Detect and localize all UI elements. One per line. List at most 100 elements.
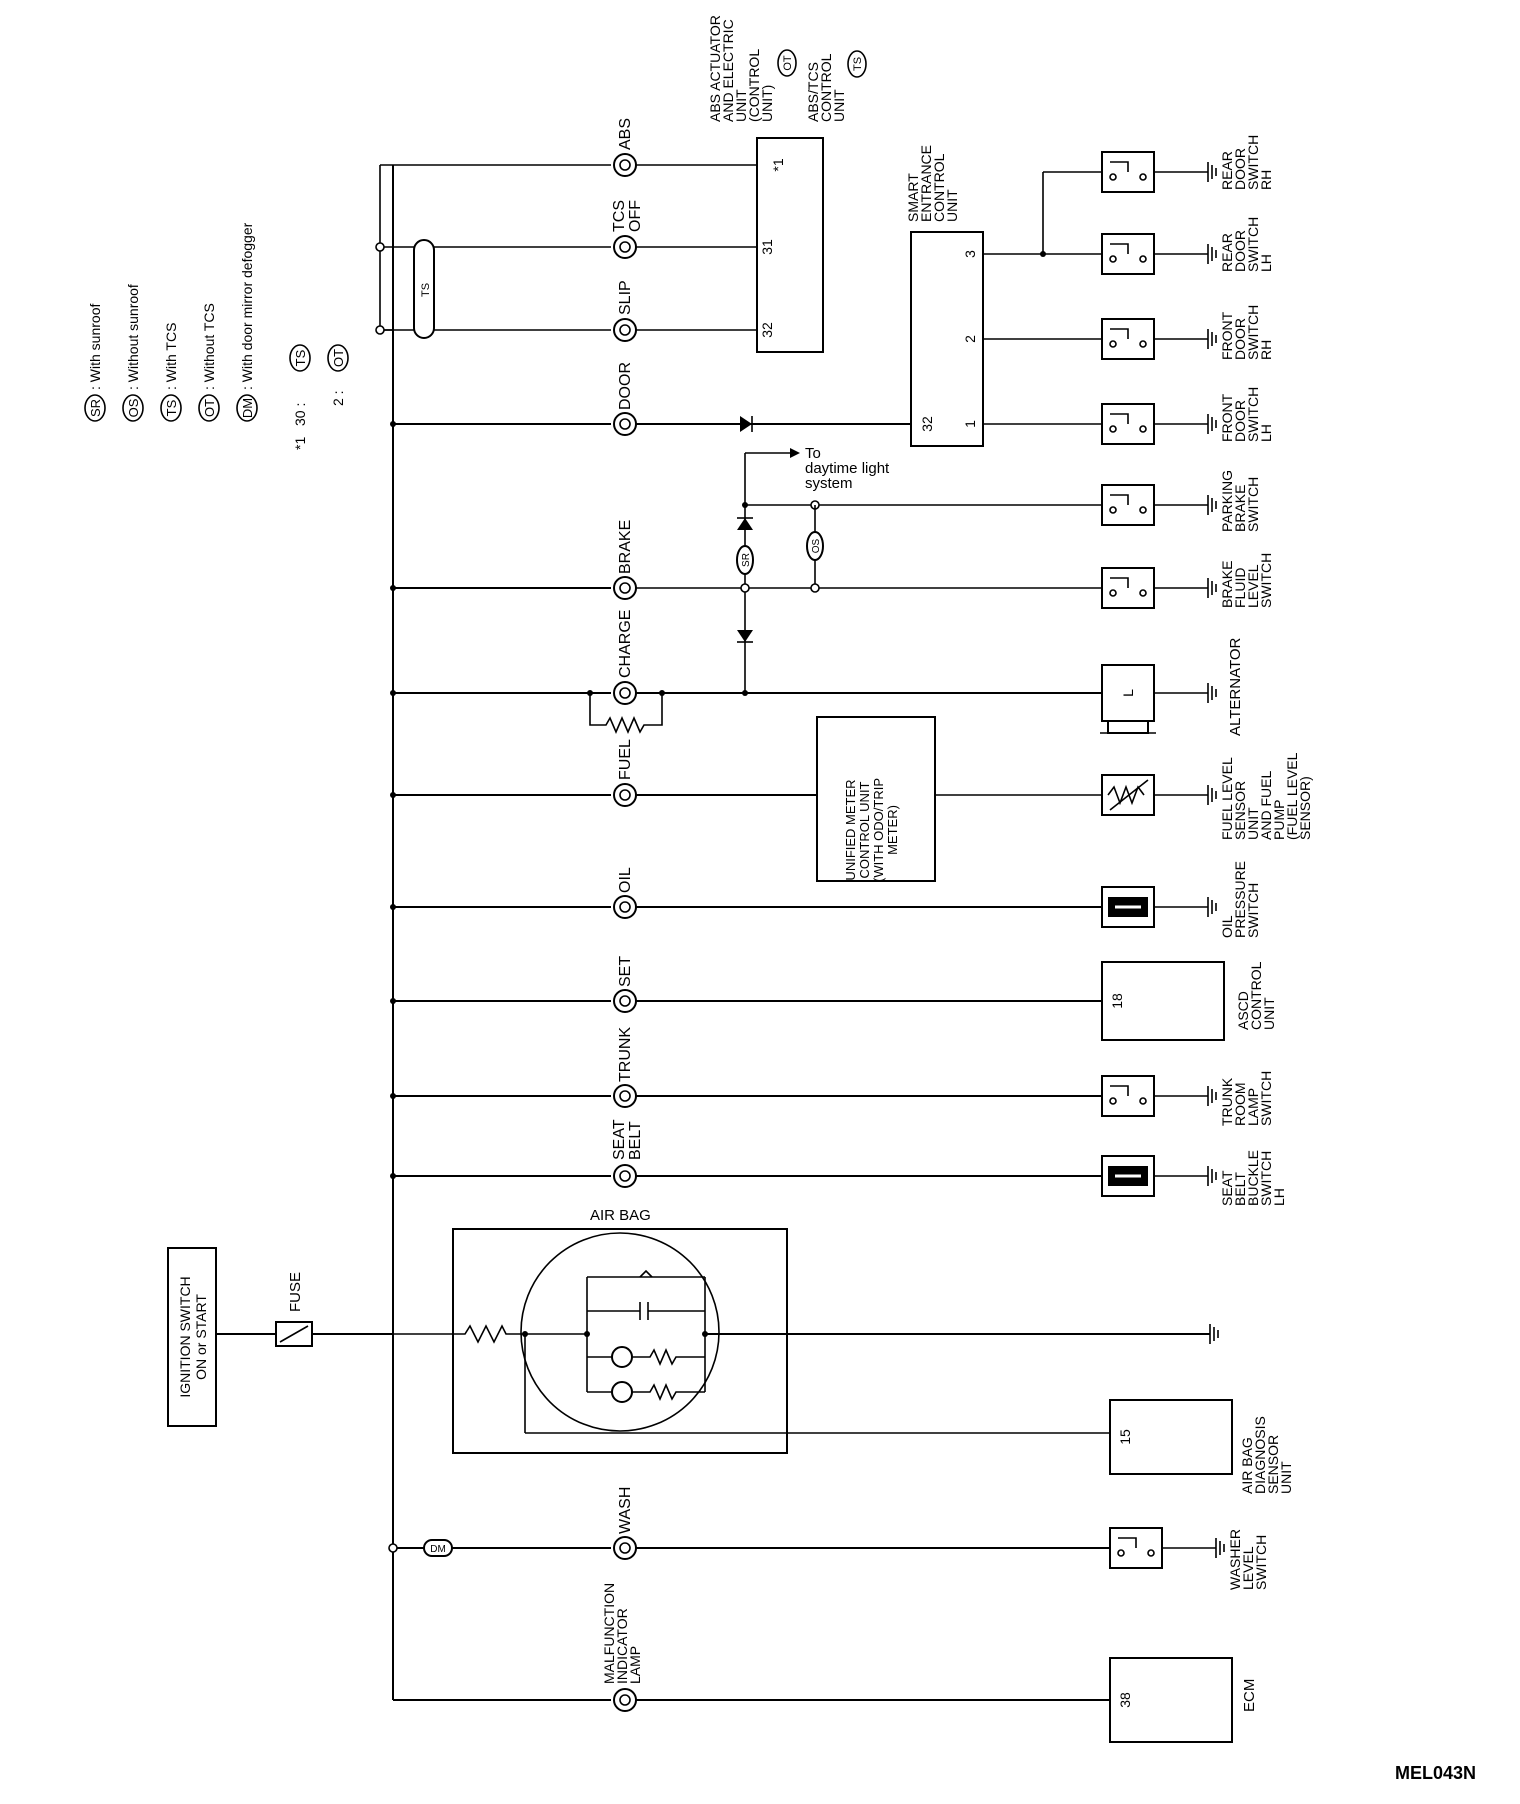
svg-text:ROOM: ROOM xyxy=(1232,1082,1248,1126)
brake-fluid-switch-icon xyxy=(1101,567,1155,609)
svg-text:2: 2 xyxy=(962,335,978,343)
svg-text:INDICATOR: INDICATOR xyxy=(614,1608,630,1684)
slip-lamp-icon xyxy=(613,318,637,342)
svg-text:OIL: OIL xyxy=(1219,915,1235,938)
front-door-switch-lh-label: FRONT DOOR SWITCH LH xyxy=(1219,387,1274,442)
svg-text:*1: *1 xyxy=(770,158,786,171)
svg-text:(CONTROL: (CONTROL xyxy=(746,49,762,122)
svg-text:SWITCH: SWITCH xyxy=(1245,135,1261,190)
svg-text:CONTROL: CONTROL xyxy=(931,153,947,222)
svg-text:ALTERNATOR: ALTERNATOR xyxy=(1227,637,1244,736)
trunk-room-lamp-switch-icon xyxy=(1101,1075,1155,1117)
svg-text:ABS/TCS: ABS/TCS xyxy=(805,62,821,122)
wash-label: WASH xyxy=(617,1487,634,1534)
svg-text:UNIT: UNIT xyxy=(944,189,960,222)
svg-text:SWITCH: SWITCH xyxy=(1245,477,1261,532)
svg-text:15: 15 xyxy=(1117,1429,1133,1445)
svg-text:RH: RH xyxy=(1258,340,1274,360)
svg-text:UNIT: UNIT xyxy=(1245,807,1261,840)
svg-text:OS: OS xyxy=(811,538,822,553)
svg-text:OFF: OFF xyxy=(627,200,644,232)
svg-text:LAMP: LAMP xyxy=(1245,1088,1261,1126)
svg-text:LAMP: LAMP xyxy=(627,1646,643,1684)
ground-icon xyxy=(1154,162,1225,1558)
svg-text:CONTROL: CONTROL xyxy=(1248,961,1264,1030)
svg-text:UNIT: UNIT xyxy=(831,89,847,122)
charge-diode-icon xyxy=(737,630,753,643)
svg-text:BRAKE: BRAKE xyxy=(1219,561,1235,608)
alternator-icon: L xyxy=(1100,664,1156,734)
fuel-lamp-icon xyxy=(613,783,637,807)
rear-door-switch-lh-icon xyxy=(1101,233,1155,275)
svg-text:LEVEL: LEVEL xyxy=(1245,564,1261,608)
svg-text:ASCD: ASCD xyxy=(1235,991,1251,1030)
legend-item-sr: SR : With sunroof xyxy=(84,304,106,422)
legend-note: *1 30 : TS 2 : OT xyxy=(289,344,349,450)
rear-door-switch-rh-label: REAR DOOR SWITCH RH xyxy=(1219,135,1274,190)
door-diode-icon xyxy=(740,416,753,432)
svg-text:FUSE: FUSE xyxy=(287,1272,304,1312)
svg-text:SENSOR: SENSOR xyxy=(1232,781,1248,840)
ascd-control-unit: 18 xyxy=(1101,961,1225,1041)
svg-text:DOOR: DOOR xyxy=(1232,148,1248,190)
svg-text:(FUEL LEVEL: (FUEL LEVEL xyxy=(1284,752,1300,840)
svg-text:SR: SR xyxy=(741,553,752,567)
svg-text:DM: DM xyxy=(240,398,255,418)
svg-text:32: 32 xyxy=(759,322,775,338)
svg-text:PARKING: PARKING xyxy=(1219,470,1235,532)
brake-fluid-level-switch-label: BRAKE FLUID LEVEL SWITCH xyxy=(1219,553,1274,608)
svg-text:AND FUEL: AND FUEL xyxy=(1258,771,1274,840)
svg-text:WASHER: WASHER xyxy=(1227,1529,1243,1590)
smart-entrance-unit: 3 2 1 32 xyxy=(910,231,984,447)
svg-text:38: 38 xyxy=(1117,1692,1133,1708)
charge-lamp-icon xyxy=(613,681,637,705)
svg-text:ON or START: ON or START xyxy=(193,1294,209,1380)
svg-text:SMART: SMART xyxy=(905,173,921,222)
svg-text:ECM: ECM xyxy=(1241,1679,1258,1712)
svg-text:OT: OT xyxy=(331,349,346,367)
seat-belt-buckle-switch-icon xyxy=(1101,1155,1155,1197)
svg-text:1: 1 xyxy=(962,420,978,428)
svg-text:AIR BAG: AIR BAG xyxy=(590,1207,651,1224)
svg-text:SWITCH: SWITCH xyxy=(1258,553,1274,608)
svg-text:SWITCH: SWITCH xyxy=(1258,1151,1274,1206)
svg-text:SENSOR): SENSOR) xyxy=(1297,776,1313,840)
svg-text:FLUID: FLUID xyxy=(1232,568,1248,608)
svg-text:UNIFIED METER: UNIFIED METER xyxy=(843,779,858,880)
svg-text:30 :: 30 : xyxy=(292,403,308,426)
svg-text:DOOR: DOOR xyxy=(1232,230,1248,272)
wash-lamp-icon xyxy=(613,1536,637,1560)
abs-control-unit: *1 31 32 xyxy=(756,137,824,353)
mil-lamp-icon xyxy=(613,1688,637,1712)
set-lamp-icon xyxy=(613,989,637,1013)
svg-text:FRONT: FRONT xyxy=(1219,311,1235,360)
svg-text:TS: TS xyxy=(293,349,308,366)
svg-text:SWITCH: SWITCH xyxy=(1253,1535,1269,1590)
trunk-lamp-icon xyxy=(613,1084,637,1108)
svg-text:OT: OT xyxy=(202,399,217,417)
rear-door-switch-lh-label: REAR DOOR SWITCH LH xyxy=(1219,217,1274,272)
set-label: SET xyxy=(617,956,634,987)
unified-meter-control-unit: UNIFIED METER CONTROL UNIT (WITH ODO/TRI… xyxy=(816,716,936,882)
drawing-code: MEL043N xyxy=(1394,1763,1476,1783)
legend-item-ts: TS : With TCS xyxy=(160,323,182,422)
smart-unit-title: SMART ENTRANCE CONTROL UNIT xyxy=(905,145,960,222)
svg-text:ENTRANCE: ENTRANCE xyxy=(918,145,934,222)
sr-option-tag: SR xyxy=(736,545,754,575)
svg-text:SWITCH: SWITCH xyxy=(1258,1071,1274,1126)
ecm-label: ECM xyxy=(1241,1679,1258,1712)
svg-text:AND ELECTRIC: AND ELECTRIC xyxy=(720,19,736,122)
air-bag-diagnosis-sensor-unit: 15 xyxy=(1109,1399,1233,1475)
svg-text:CONTROL UNIT: CONTROL UNIT xyxy=(857,781,872,878)
legend-item-os: OS : Without sunroof xyxy=(122,284,144,422)
washer-level-switch-label: WASHER LEVEL SWITCH xyxy=(1227,1529,1269,1590)
svg-text:LEVEL: LEVEL xyxy=(1240,1546,1256,1590)
abs-unit-title: ABS ACTUATOR AND ELECTRIC UNIT (CONTROL … xyxy=(707,15,867,122)
fuel-level-sensor-label: FUEL LEVEL SENSOR UNIT AND FUEL PUMP (FU… xyxy=(1219,752,1313,840)
svg-text:IGNITION SWITCH: IGNITION SWITCH xyxy=(177,1276,193,1397)
svg-text:system: system xyxy=(805,475,853,492)
oil-pressure-switch-icon xyxy=(1101,886,1155,928)
svg-text:daytime light: daytime light xyxy=(805,460,890,477)
svg-text:AIR BAG: AIR BAG xyxy=(1239,1437,1255,1494)
svg-text:METER): METER) xyxy=(885,805,900,855)
